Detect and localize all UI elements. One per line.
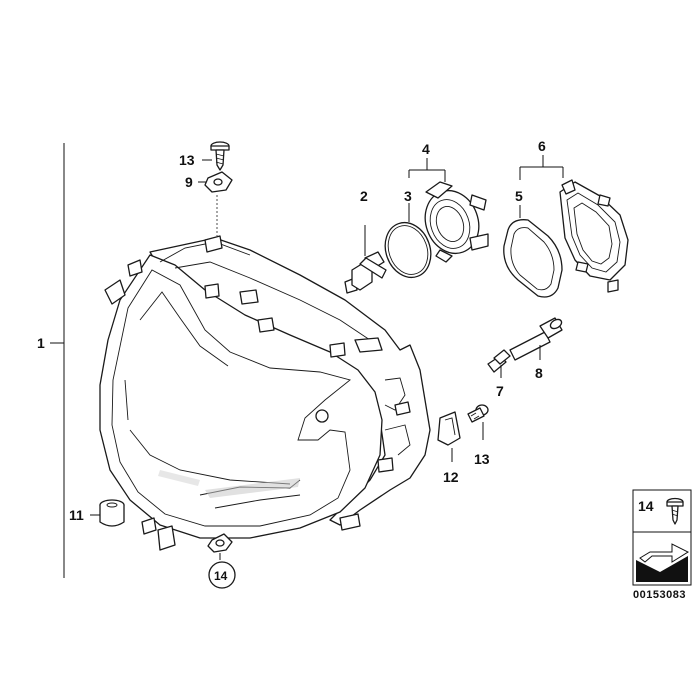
bulb-holder-8 [509,317,563,361]
callout-1: 1 [37,335,45,351]
leader-lines [198,159,212,183]
headlight-housing [99,235,431,551]
callout-13-top: 13 [179,152,195,168]
seal-ring-3 [384,203,432,279]
callout-6: 6 [538,138,546,154]
bracket-6 [519,155,564,180]
callout-3: 3 [404,188,412,204]
clamp-12 [437,411,461,462]
callout-8: 8 [535,365,543,381]
assembly-bracket-1 [50,143,65,578]
callout-4: 4 [422,141,430,157]
callout-2: 2 [360,188,368,204]
gasket-5 [503,205,563,298]
bulb-2 [344,225,387,294]
legend-screw-icon [666,497,684,525]
cover-6 [559,179,629,293]
parking-bulb-7 [487,349,511,378]
legend-14-label: 14 [638,498,654,514]
callout-9: 9 [185,174,193,190]
screw-top [210,141,230,171]
clip-nut-9 [204,171,233,193]
callout-circle-14 [208,561,236,589]
callout-11: 11 [69,507,84,523]
callout-7: 7 [496,383,504,399]
callout-12: 12 [443,469,459,485]
callout-14: 14 [214,569,228,583]
grommet-11 [90,499,125,527]
callout-13-right: 13 [474,451,490,467]
reference-number: 00153083 [633,589,686,601]
legend-arrow-icon [636,540,690,582]
cover-cap-4 [424,181,489,263]
callout-5: 5 [515,188,523,204]
screw-right [467,404,489,440]
legend-box: 14 [632,489,692,586]
bracket-4 [408,158,446,182]
clip-nut-14 [207,533,236,589]
